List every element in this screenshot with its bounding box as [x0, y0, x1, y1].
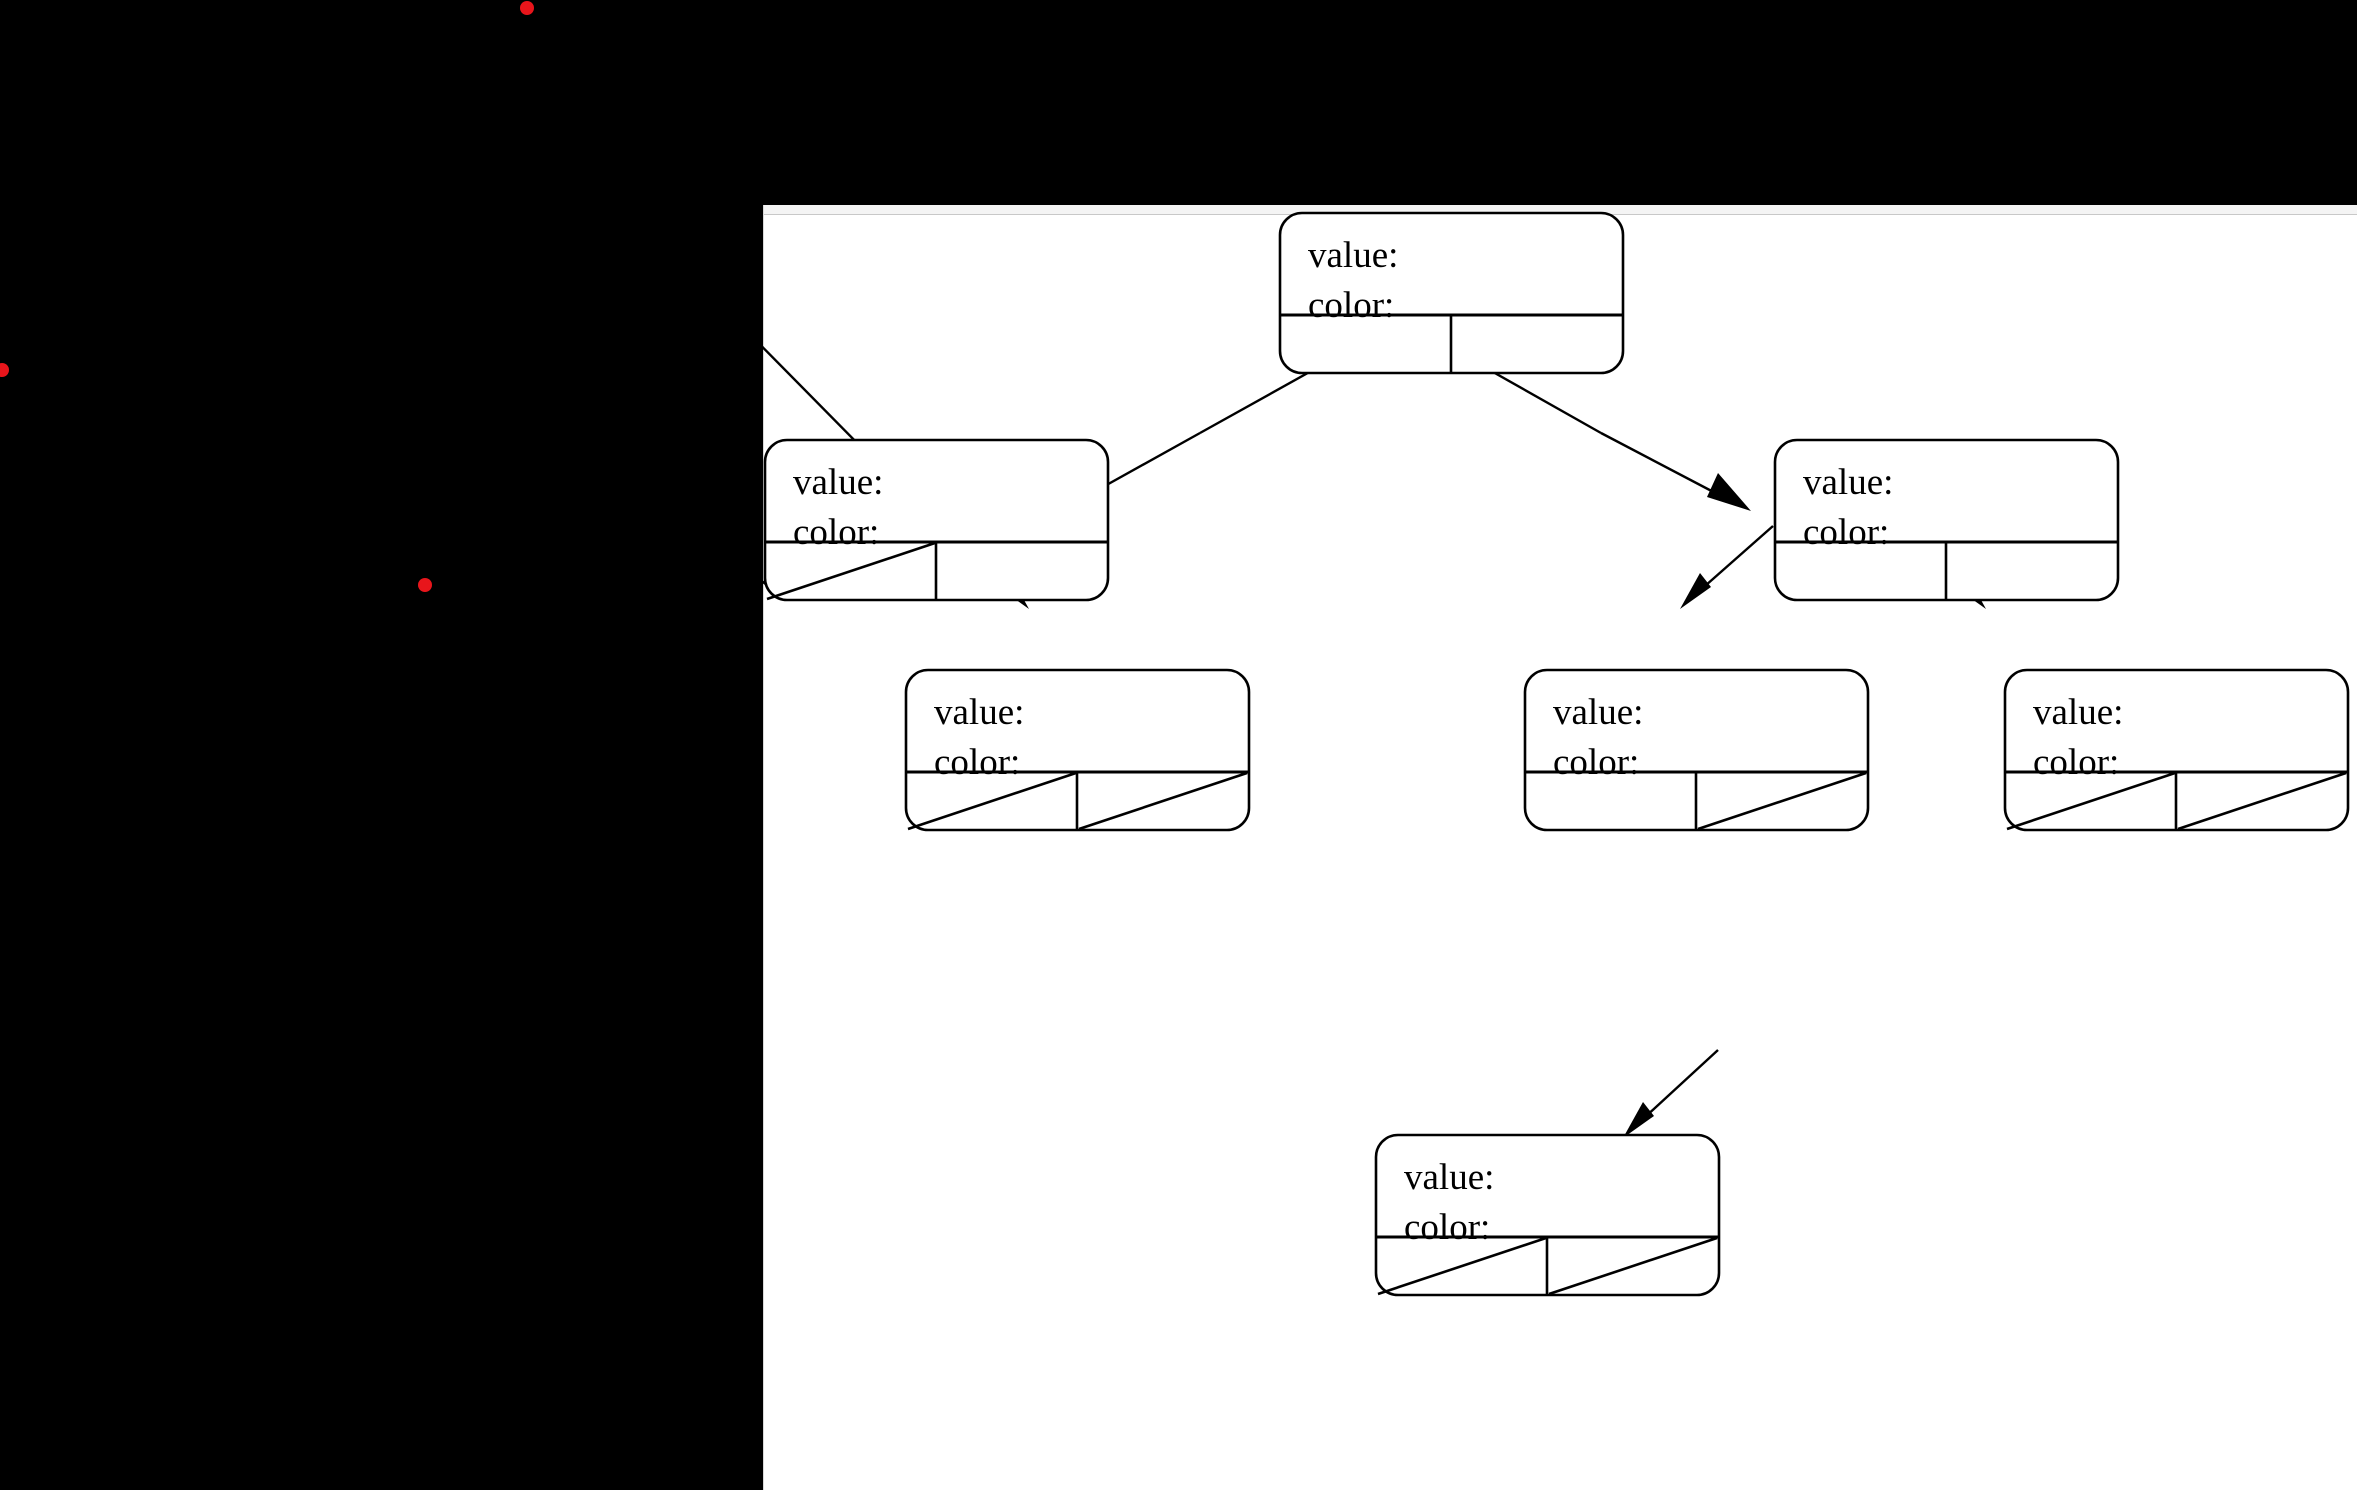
rightright-color-label: color: — [2033, 742, 2119, 783]
rightleft-left-pointer-cell[interactable] — [1525, 772, 1696, 830]
deep-value-label: value: — [1404, 1157, 1494, 1198]
left-right-pointer-cell[interactable] — [936, 542, 1108, 600]
leftright-value-label: value: — [934, 692, 1024, 733]
left-null-pointer-cell[interactable] — [765, 542, 936, 600]
right-right-pointer-cell[interactable] — [1946, 542, 2118, 600]
tree-node-right-right[interactable]: value: color: — [2003, 668, 2350, 832]
deep-right-pointer-cell[interactable] — [1547, 1237, 1719, 1295]
leftright-right-pointer-cell[interactable] — [1077, 772, 1249, 830]
left-value-label: value: — [793, 462, 883, 503]
root-value-label: value: — [1308, 235, 1398, 276]
red-dot-top — [520, 1, 534, 15]
right-left-pointer-cell[interactable] — [1775, 542, 1946, 600]
panel-left-edge — [763, 205, 764, 1490]
rightleft-color-label: color: — [1553, 742, 1639, 783]
right-value-label: value: — [1803, 462, 1893, 503]
root-color-label: color: — [1308, 285, 1394, 326]
tree-node-right-left[interactable]: value: color: — [1523, 668, 1870, 832]
tree-node-deep[interactable]: value: color: — [1374, 1133, 1721, 1297]
rightright-left-pointer-cell[interactable] — [2005, 772, 2176, 830]
edge-nrightleft-left-child — [1623, 1049, 1719, 1138]
deep-left-pointer-cell[interactable] — [1376, 1237, 1547, 1295]
rightleft-right-pointer-cell[interactable] — [1696, 772, 1868, 830]
rightleft-value-label: value: — [1553, 692, 1643, 733]
red-dot-middle — [418, 578, 432, 592]
red-dot-left — [0, 363, 9, 377]
diagram-panel: value: color: value: color: — [763, 205, 2357, 1490]
leftright-left-pointer-cell[interactable] — [906, 772, 1077, 830]
tree-node-left-right[interactable]: value: color: — [904, 668, 1251, 832]
deep-color-label: color: — [1404, 1207, 1490, 1248]
edge-root-to-right — [1462, 353, 1751, 511]
root-left-pointer-cell[interactable] — [1280, 315, 1451, 373]
edge-nright-left-child — [1680, 525, 1774, 609]
tree-node-root[interactable]: value: color: — [1278, 211, 1625, 375]
leftright-color-label: color: — [934, 742, 1020, 783]
left-color-label: color: — [793, 512, 879, 553]
tree-node-right[interactable]: value: color: — [1773, 438, 2120, 602]
right-color-label: color: — [1803, 512, 1889, 553]
rightright-value-label: value: — [2033, 692, 2123, 733]
tree-node-left[interactable]: value: color: — [763, 438, 1110, 602]
rightright-right-pointer-cell[interactable] — [2176, 772, 2348, 830]
root-right-pointer-cell[interactable] — [1451, 315, 1623, 373]
tree-diagram: value: color: value: color: — [763, 211, 2350, 1297]
